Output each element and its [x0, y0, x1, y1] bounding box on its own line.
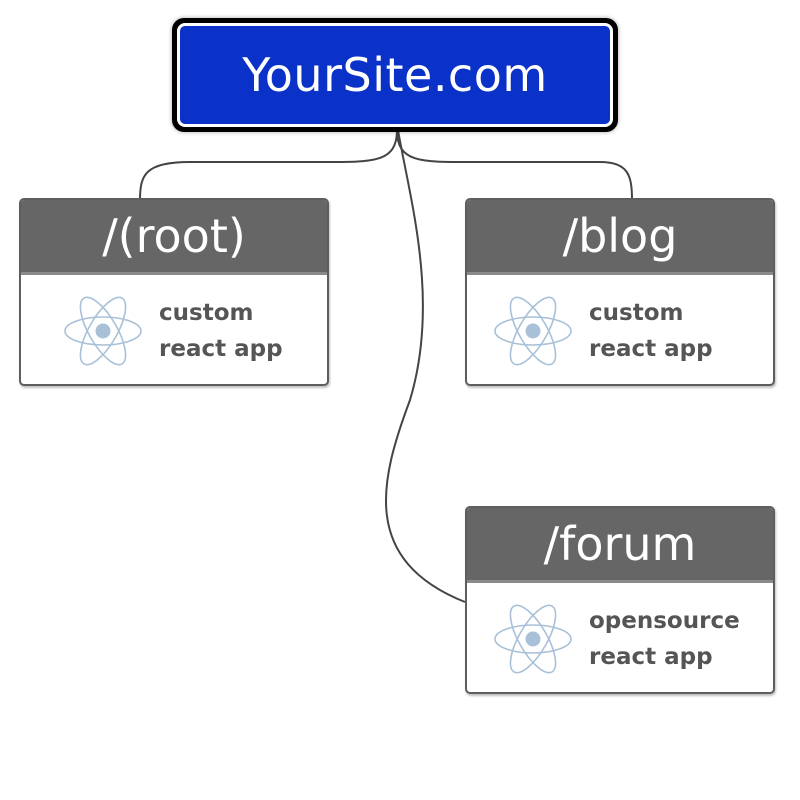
route-card-header: /(root) [21, 200, 327, 275]
route-card-body: opensource react app [467, 583, 773, 692]
react-logo-icon [494, 296, 572, 366]
route-card-root: /(root) custom react app [19, 198, 329, 386]
route-description-line1: opensource [589, 608, 740, 634]
connector-root-to-forum [385, 129, 466, 603]
route-path: /forum [543, 517, 697, 571]
route-description-line2: react app [159, 336, 283, 362]
root-node-fill: YourSite.com [180, 26, 610, 124]
route-path: /(root) [102, 209, 246, 263]
react-logo-icon [494, 604, 572, 674]
react-logo-icon [64, 296, 142, 366]
route-description-line2: react app [589, 644, 713, 670]
route-description-line2: react app [589, 336, 713, 362]
connector-root-to-home [139, 129, 398, 201]
route-card-header: /blog [467, 200, 773, 275]
route-description-line1: custom [589, 300, 684, 326]
route-description-line1: custom [159, 300, 254, 326]
route-description: opensource react app [589, 603, 740, 675]
site-title: YourSite.com [242, 48, 548, 102]
route-card-forum: /forum opensource react app [465, 506, 775, 694]
connector-root-to-blog [396, 129, 633, 201]
route-card-blog: /blog custom react app [465, 198, 775, 386]
route-card-body: custom react app [21, 275, 327, 384]
route-card-header: /forum [467, 508, 773, 583]
route-card-body: custom react app [467, 275, 773, 384]
route-description: custom react app [589, 295, 713, 367]
route-description: custom react app [159, 295, 283, 367]
route-path: /blog [562, 209, 678, 263]
root-node: YourSite.com [172, 18, 618, 132]
